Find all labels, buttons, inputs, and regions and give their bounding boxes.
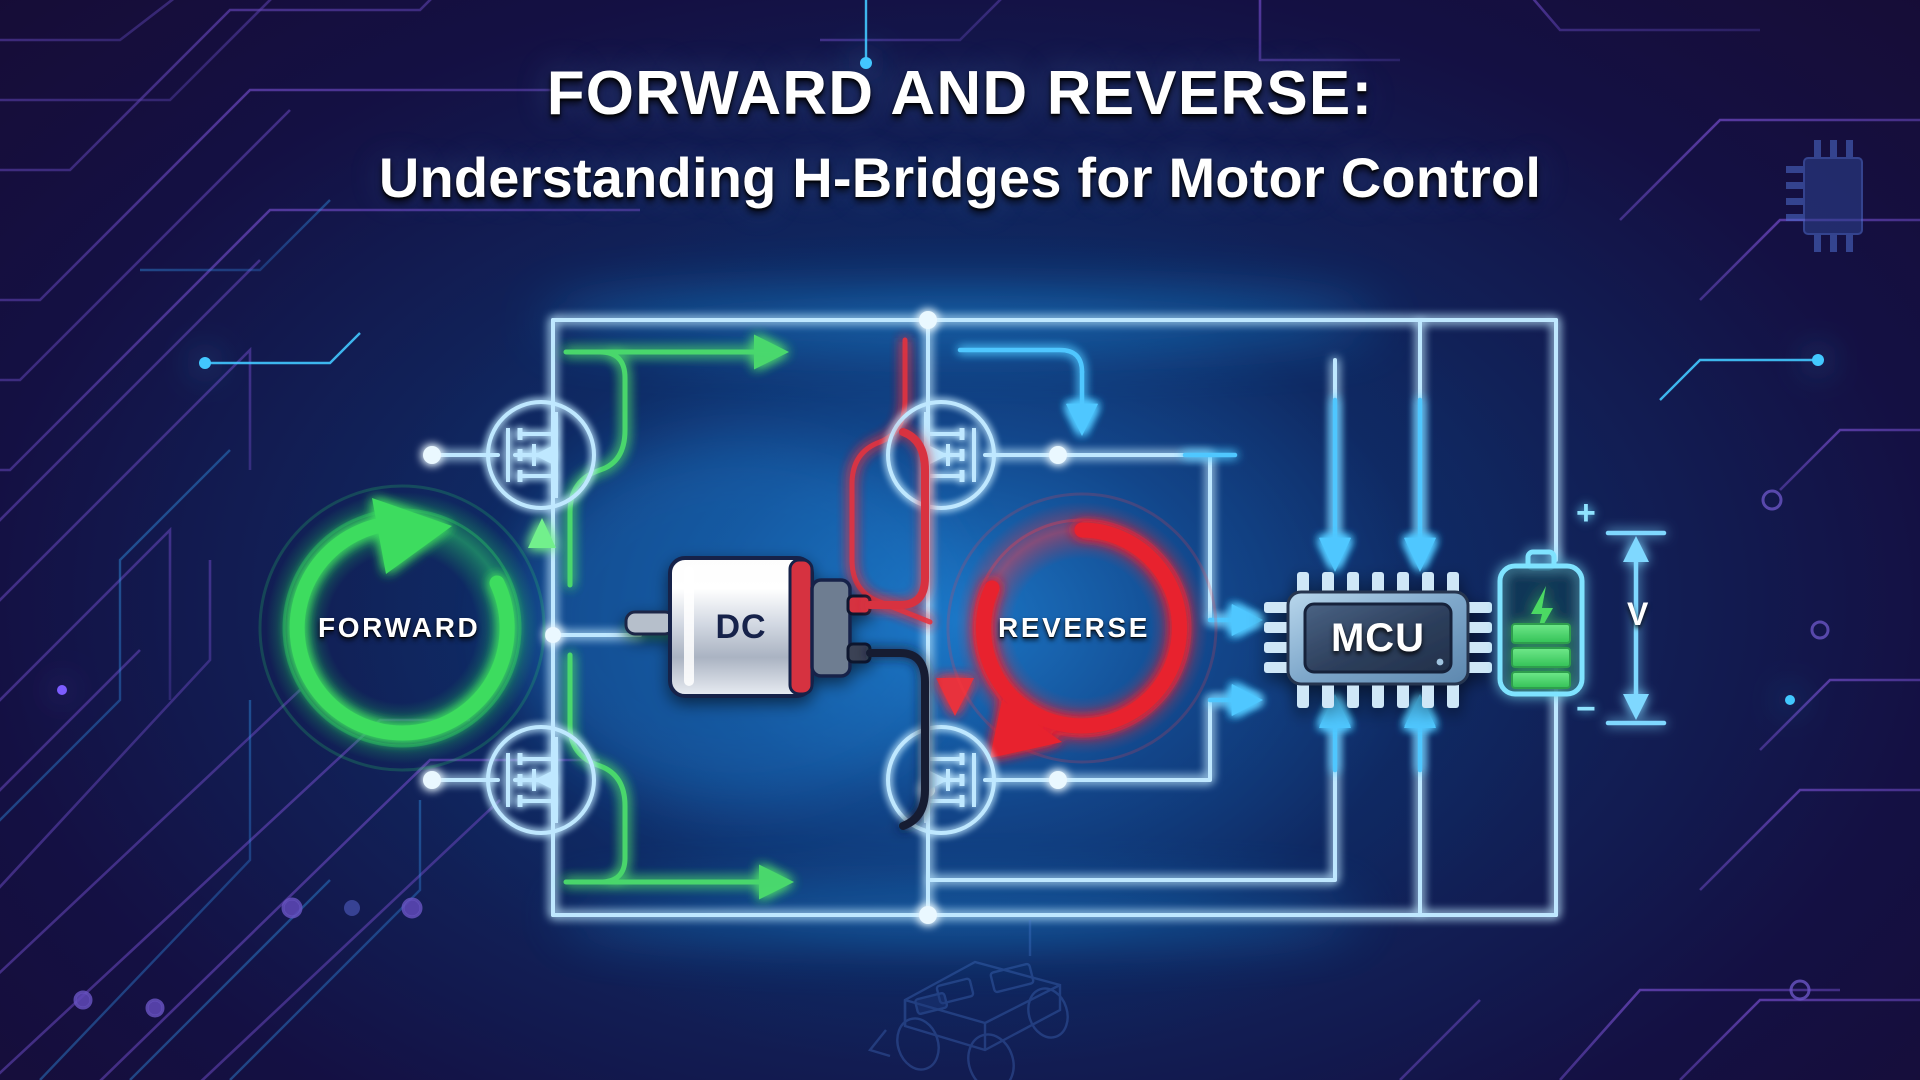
mosfet-q1 bbox=[486, 400, 596, 510]
page-subtitle: Understanding H-Bridges for Motor Contro… bbox=[378, 146, 1542, 209]
mosfet-q2 bbox=[886, 400, 996, 510]
page-title: FORWARD AND REVERSE: bbox=[546, 59, 1374, 128]
mcu-label-wrap: MCU bbox=[1288, 592, 1468, 684]
battery bbox=[1497, 549, 1585, 697]
mosfet-q3 bbox=[486, 725, 596, 835]
reverse-indicator bbox=[946, 492, 1218, 764]
reverse-label: REVERSE bbox=[998, 612, 1151, 643]
header-block: FORWARD AND REVERSE: Understanding H-Bri… bbox=[0, 58, 1920, 210]
forward-indicator bbox=[258, 484, 546, 772]
battery-positive-label: + bbox=[1576, 494, 1596, 532]
motor-label-wrap: DC bbox=[670, 558, 812, 696]
voltage-label: V bbox=[1627, 596, 1649, 632]
mcu-label: MCU bbox=[1330, 615, 1426, 660]
battery-negative-label: − bbox=[1576, 690, 1596, 728]
forward-label: FORWARD bbox=[318, 612, 481, 643]
mosfet-q4 bbox=[886, 725, 996, 835]
robot-car-outline bbox=[867, 920, 1069, 1080]
voltage-bracket bbox=[1605, 530, 1667, 726]
motor-label: DC bbox=[715, 607, 767, 646]
